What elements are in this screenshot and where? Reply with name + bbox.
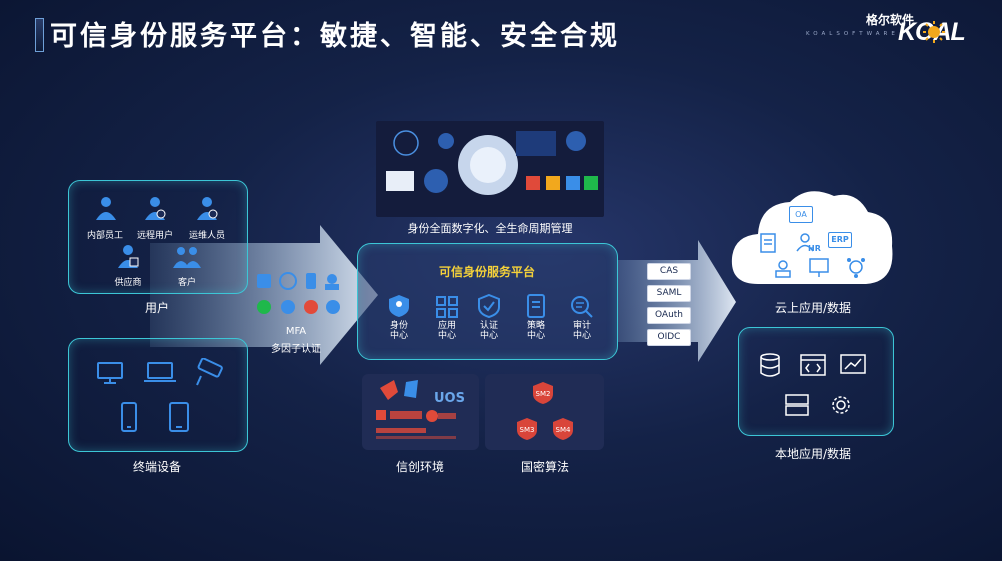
audit-center-icon: [571, 296, 593, 318]
user-type-label: 内部员工: [86, 231, 123, 241]
hr-tag: HR: [808, 244, 821, 253]
document-icon: [760, 233, 776, 253]
mfa-subtitle: 多因子认证: [271, 344, 321, 355]
erp-tag: ERP: [828, 232, 852, 248]
user-type-label: 远程用户: [136, 231, 173, 241]
xinchuang-label: 信创环境: [395, 460, 444, 474]
customer-icon: [173, 247, 201, 268]
title-accent-bar: [35, 18, 44, 52]
module-label: 身份中心: [389, 321, 408, 341]
settings-gear-icon: [832, 396, 850, 414]
uos-logo-text: UOS: [434, 391, 465, 406]
sm2-badge: SM2: [535, 390, 551, 398]
local-label: 本地应用/数据: [774, 447, 852, 461]
mfa-factor-icons: [257, 272, 340, 314]
tablet-icon: [169, 402, 189, 432]
module-label: 策略中心: [526, 321, 545, 341]
auth-center-icon: [478, 294, 500, 318]
sm2-badge-icon: [533, 382, 553, 404]
xinchuang-logos: [376, 380, 456, 439]
sm3-badge: SM3: [519, 426, 535, 434]
server-icon: [785, 394, 809, 416]
protocol-tag: OAuth: [647, 307, 691, 324]
flow-arrow-left: [150, 225, 378, 365]
network-icon: [847, 258, 865, 278]
local-apps-panel: [738, 327, 894, 436]
sm4-badge-icon: [553, 418, 573, 440]
sm3-badge-icon: [517, 418, 537, 440]
hr-person-icon: [796, 233, 814, 252]
user-type-label: 客户: [177, 278, 196, 288]
devices-panel: [68, 338, 248, 452]
module-label: 认证中心: [479, 321, 498, 341]
stamp-icon: [775, 260, 791, 278]
supplier-icon: [118, 245, 139, 268]
protocol-tag: OIDC: [647, 329, 691, 346]
page-title: 可信身份服务平台：敏捷、智能、安全合规: [50, 21, 620, 52]
users-panel: [68, 180, 248, 294]
chart-window-icon: [840, 354, 866, 374]
devices-label: 终端设备: [132, 460, 181, 474]
platform-title: 可信身份服务平台: [438, 265, 535, 279]
app-center-icon: [436, 296, 458, 318]
module-label: 应用中心: [437, 321, 456, 341]
ops-user-icon: [197, 197, 218, 220]
crypto-label: 国密算法: [520, 460, 569, 474]
desktop-icon: [97, 362, 123, 384]
cloud-shape: [731, 191, 893, 284]
module-label: 审计中心: [572, 321, 591, 341]
users-label: 用户: [144, 301, 169, 315]
cloud-label: 云上应用/数据: [774, 301, 852, 315]
remote-user-icon: [145, 197, 166, 220]
logo-subtitle: KOALSOFTWARE: [806, 31, 899, 37]
laptop-icon: [144, 362, 176, 382]
flow-arrow-right: [618, 240, 736, 362]
sm4-badge: SM4: [555, 426, 571, 434]
logo-sun-icon: [923, 21, 945, 43]
phone-icon: [121, 402, 137, 432]
identity-center-icon: [389, 295, 409, 317]
user-type-label: 运维人员: [188, 231, 225, 241]
presentation-icon: [809, 258, 829, 277]
oa-tag: OA: [789, 206, 813, 223]
logo-company-name: 格尔软件: [866, 13, 915, 27]
protocol-tag: SAML: [647, 285, 691, 302]
lifecycle-collage-graphic: [386, 130, 598, 195]
identity-lifecycle-image: [376, 121, 604, 217]
protocol-tag: CAS: [647, 263, 691, 280]
mfa-label: MFA: [285, 326, 307, 337]
employee-icon: [96, 197, 116, 220]
camera-icon: [196, 358, 223, 386]
code-window-icon: [800, 354, 826, 376]
database-icon: [760, 353, 780, 377]
lifecycle-caption: 身份全面数字化、全生命周期管理: [407, 222, 573, 235]
policy-center-icon: [527, 294, 545, 318]
user-type-label: 供应商: [114, 278, 142, 288]
